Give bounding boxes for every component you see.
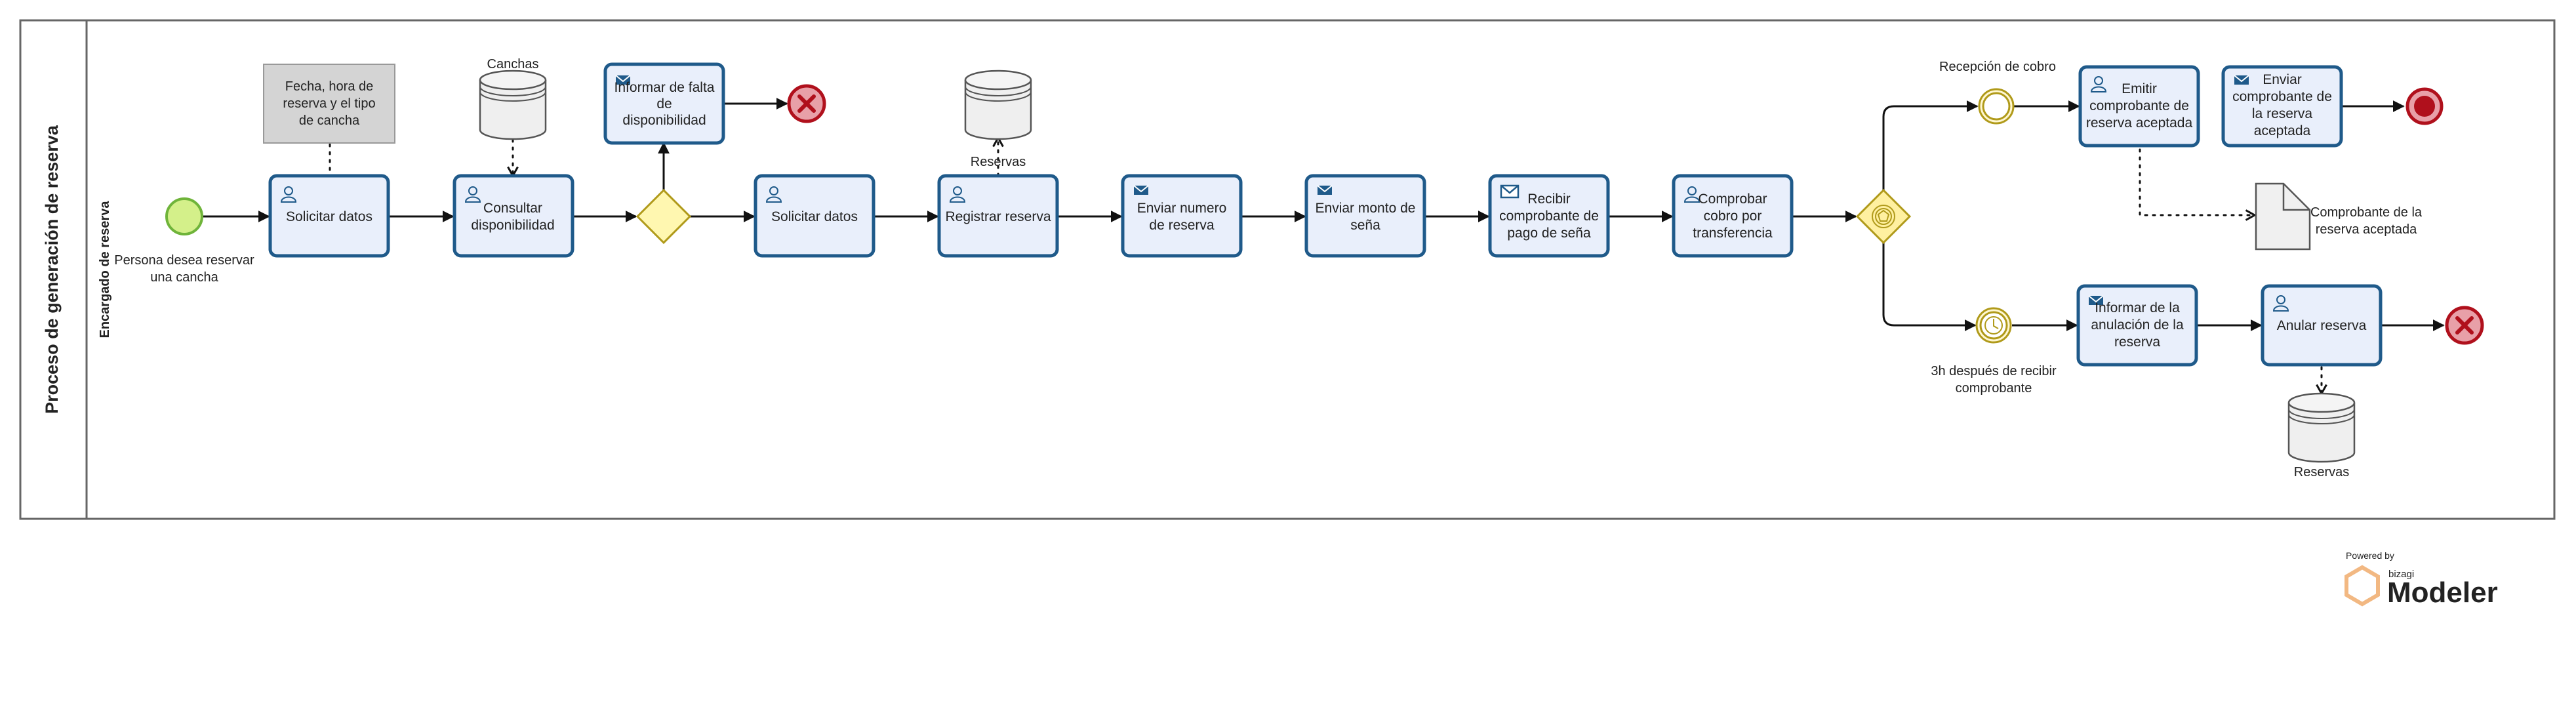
svg-text:comprobante de: comprobante de [1499,209,1599,224]
svg-text:de: de [656,96,672,112]
svg-text:Anular reserva: Anular reserva [2277,318,2367,333]
svg-text:Comprobante de la: Comprobante de la [2310,205,2423,220]
svg-text:3h después de recibir: 3h después de recibir [1931,364,2057,378]
start-event: Persona desea reservar una cancha [114,197,254,285]
end-event-cancel-top [789,86,824,121]
svg-text:Fecha, hora de: Fecha, hora de [285,79,374,94]
database-reservas-bottom: Reservas [2287,392,2356,479]
receive-message-icon [1500,184,1519,199]
svg-text:cobro por: cobro por [1704,209,1762,224]
task-informar-anulacion[interactable]: Informar de la anulación de la reserva [2076,284,2198,367]
branding-company: bizagi [2388,569,2414,580]
task-enviar-monto[interactable]: Enviar monto de seña [1304,174,1426,258]
svg-text:de reserva: de reserva [1149,218,1215,233]
database-reservas-bottom-label: Reservas [2294,465,2349,479]
task-registrar-reserva[interactable]: Registrar reserva [937,174,1059,258]
svg-text:reserva aceptada: reserva aceptada [2086,115,2193,131]
svg-text:reserva y el tipo: reserva y el tipo [283,96,375,111]
document-icon [2255,182,2311,251]
svg-text:Enviar: Enviar [2263,72,2302,87]
svg-text:Consultar: Consultar [483,201,542,216]
database-reservas-top: Reservas [964,70,1032,169]
send-message-icon [1133,185,1149,195]
svg-text:Enviar monto de: Enviar monto de [1316,201,1416,216]
svg-text:de cancha: de cancha [299,113,360,128]
task-emitir-comprobante[interactable]: Emitir comprobante de reserva aceptada [2078,65,2200,148]
database-canchas-label: Canchas [487,57,539,71]
svg-text:Comprobar: Comprobar [1698,192,1767,207]
cancel-end-icon [789,86,824,121]
associations [329,138,2322,394]
bizagi-branding: Powered by bizagi Modeler [2345,550,2498,609]
task-enviar-comprobante[interactable]: Enviar comprobante de la reserva aceptad… [2221,65,2343,148]
svg-text:disponibilidad: disponibilidad [622,113,706,128]
cancel-end-icon [2447,308,2482,343]
document-artifact: Comprobante de la reserva aceptada [2255,182,2423,251]
svg-text:comprobante de: comprobante de [2232,89,2332,104]
message-catch-label: Recepción de cobro [1939,60,2056,74]
svg-text:Registrar reserva: Registrar reserva [945,209,1051,224]
task-solicitar-datos-1[interactable]: Solicitar datos [268,174,390,258]
sequence-flows [203,98,2445,331]
database-reservas-top-label: Reservas [971,155,1026,169]
task-anular-reserva[interactable]: Anular reserva [2261,284,2383,367]
svg-text:Emitir: Emitir [2122,81,2157,96]
task-solicitar-datos-2[interactable]: Solicitar datos [754,174,875,258]
svg-text:pago de seña: pago de seña [1507,226,1591,241]
timer-icon [1984,316,2003,335]
svg-text:reserva: reserva [2114,335,2160,350]
database-canchas: Canchas [479,57,547,140]
end-event-cancel-bottom [2447,308,2482,343]
task-recibir-comprobante[interactable]: Recibir comprobante de pago de seña [1488,174,1610,258]
svg-text:seña: seña [1350,218,1380,233]
svg-text:comprobante: comprobante [1956,381,2032,396]
task-comprobar-cobro[interactable]: Comprobar cobro por transferencia [1672,174,1794,258]
svg-text:transferencia: transferencia [1693,226,1773,241]
end-event-terminate [2405,87,2444,125]
svg-text:Informar de la: Informar de la [2095,300,2180,315]
task-consultar-disponibilidad[interactable]: Consultar disponibilidad [453,174,574,258]
svg-text:la reserva: la reserva [2252,106,2313,121]
svg-text:comprobante de: comprobante de [2089,98,2189,113]
lane-title: Encargado de reserva [98,201,112,338]
svg-text:aceptada: aceptada [2254,123,2311,138]
send-message-icon [1317,185,1333,195]
note-artifact: Fecha, hora de reserva y el tipo de canc… [263,64,395,144]
timer-event: 3h después de recibir comprobante [1931,307,2057,396]
exclusive-gateway [635,188,692,245]
svg-text:Enviar numero: Enviar numero [1137,201,1227,216]
message-catch-event: Recepción de cobro [1939,60,2056,125]
send-message-icon [2234,75,2249,85]
branding-powered-by: Powered by [2346,550,2394,561]
svg-text:Informar de falta: Informar de falta [614,80,715,95]
bizagi-logo-icon [2345,565,2380,607]
svg-text:Recibir: Recibir [1527,192,1570,207]
event-based-gateway [1855,188,1912,245]
task-informar-falta-disponibilidad[interactable]: Informar de falta de disponibilidad [603,62,725,145]
start-event-label-2: una cancha [150,270,218,285]
svg-text:anulación de la: anulación de la [2091,317,2184,333]
svg-text:Solicitar datos: Solicitar datos [771,209,858,224]
task-enviar-numero[interactable]: Enviar numero de reserva [1121,174,1243,258]
branding-product: Modeler [2387,577,2498,609]
svg-text:disponibilidad: disponibilidad [471,218,554,233]
start-event-label-1: Persona desea reservar [114,253,254,268]
pool-title: Proceso de generación de reserva [42,125,62,414]
svg-text:reserva aceptada: reserva aceptada [2316,222,2417,237]
svg-text:Solicitar datos: Solicitar datos [286,209,372,224]
